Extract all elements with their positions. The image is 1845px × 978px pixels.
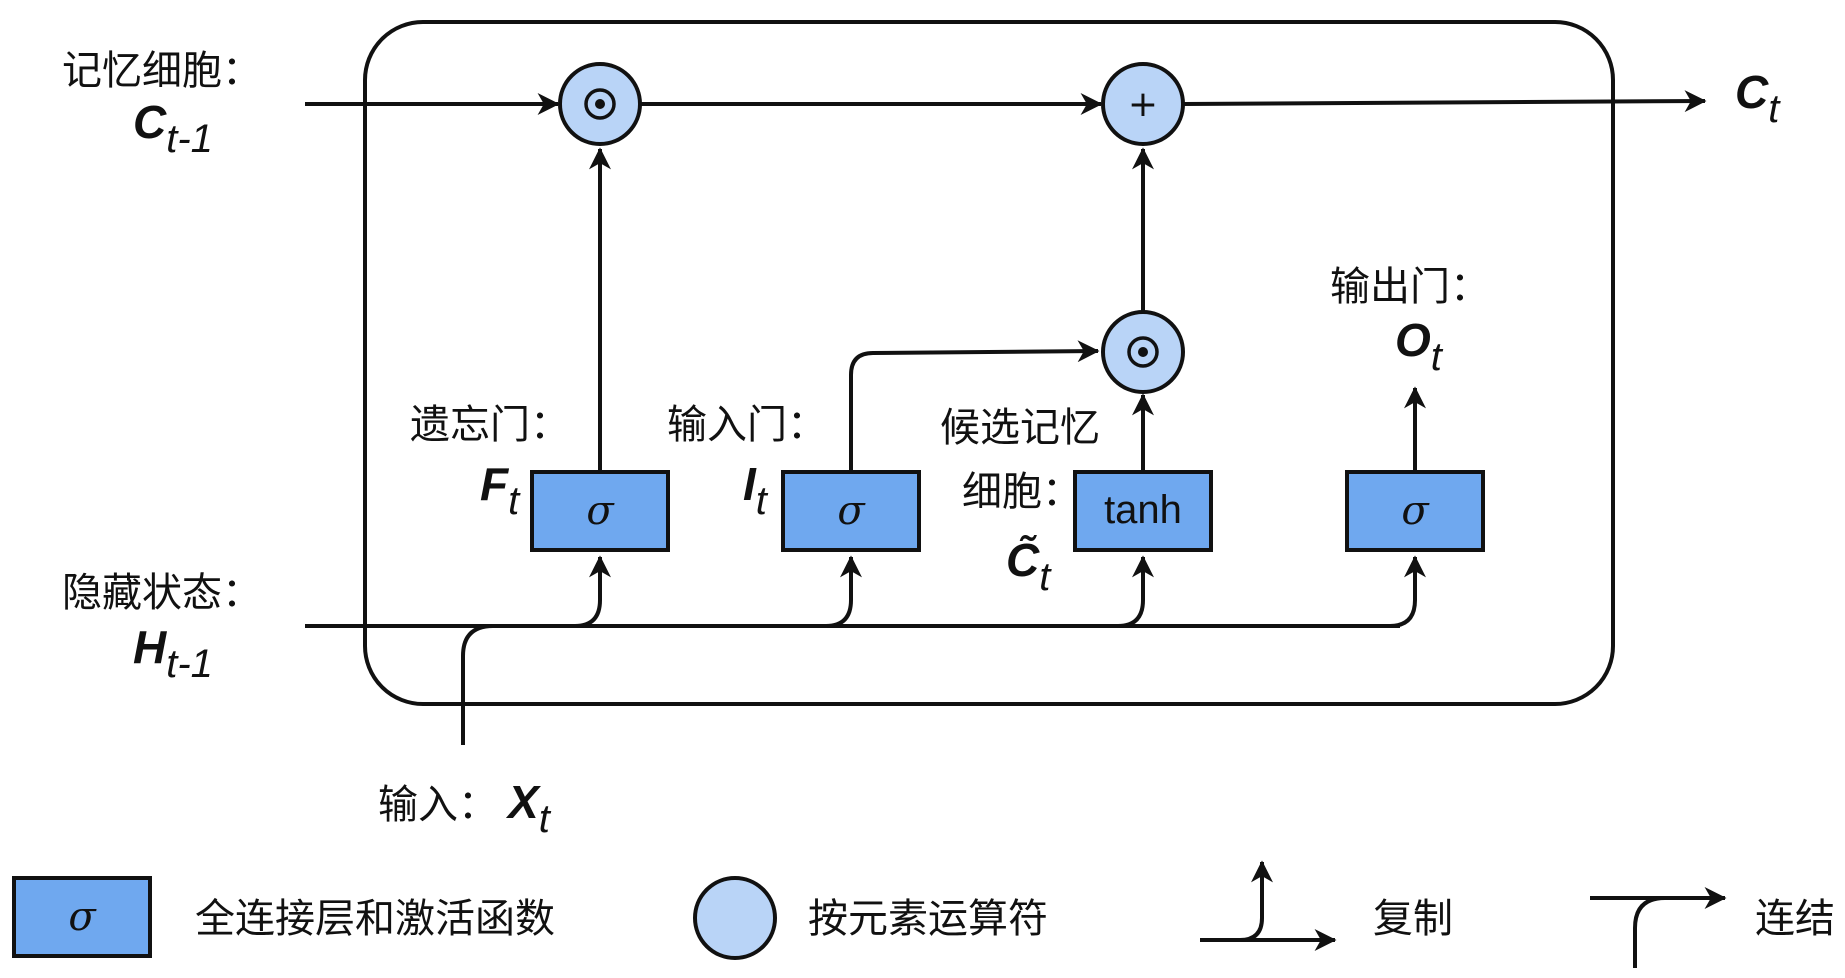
lstm-cell-frame [363, 20, 1615, 706]
legend-copy-label: 复制 [1373, 896, 1453, 942]
forget-gate-label: 遗忘门： [410, 402, 570, 448]
legend-layer-symbol: σ [12, 876, 152, 958]
candidate-box: tanh [1073, 470, 1213, 552]
input-gate-box: σ [781, 470, 921, 552]
legend-op-symbol [693, 876, 777, 960]
svg-text:σ: σ [68, 894, 97, 940]
svg-text:σ: σ [1401, 488, 1430, 534]
memory-line-out [1183, 90, 1707, 113]
c-prev-var: Ct-1 [133, 96, 213, 161]
i-var: It [743, 458, 769, 523]
candidate-label-line2: 细胞： [962, 469, 1082, 515]
memory-cell-label: 记忆细胞： [62, 48, 262, 94]
input-label: 输入： [378, 782, 498, 828]
svg-text:tanh: tanh [1104, 488, 1182, 532]
svg-text:+: + [1128, 84, 1158, 125]
output-gate-label: 输出门： [1330, 264, 1490, 310]
forget-gate-box: σ [530, 470, 670, 552]
o-var: Ot [1395, 314, 1444, 379]
legend-layer-label: 全连接层和激活函数 [195, 896, 555, 942]
h-prev-var: Ht-1 [133, 621, 213, 686]
legend-copy-symbol [1200, 860, 1337, 951]
hidden-state-label: 隐藏状态： [62, 570, 262, 616]
svg-text:σ: σ [837, 488, 866, 534]
input-gate-label: 输入门： [667, 402, 827, 448]
svg-text:σ: σ [586, 488, 615, 534]
mult-op-input [1101, 310, 1185, 394]
legend-concat-label: 连结 [1755, 896, 1835, 942]
input-x-line [461, 624, 494, 745]
output-gate-box: σ [1345, 470, 1485, 552]
f-var: Ft [480, 458, 521, 523]
tap-input [825, 555, 862, 628]
candidate-label-line1: 候选记忆 [940, 405, 1100, 451]
mult-op-forget [558, 62, 642, 146]
x-var: Xt [505, 776, 552, 841]
tap-candidate [1117, 555, 1154, 628]
legend: σ 全连接层和激活函数 按元素运算符 复制 连结 [12, 860, 1835, 968]
tap-output [1389, 555, 1426, 628]
tap-forget [574, 555, 611, 628]
c-out-var: Ct [1735, 66, 1781, 131]
add-op: + [1101, 62, 1185, 146]
c-tilde-var: C̃t [1006, 534, 1052, 599]
legend-concat-symbol [1590, 887, 1727, 968]
legend-op-label: 按元素运算符 [808, 896, 1048, 942]
input-gate-arrow [849, 340, 1100, 470]
